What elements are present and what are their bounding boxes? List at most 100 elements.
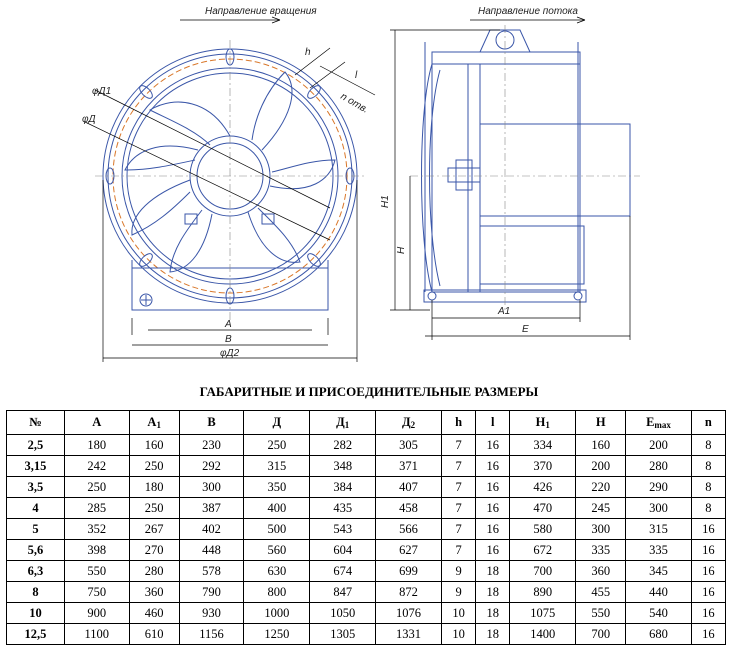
label-d2: φД2 — [220, 348, 240, 359]
table-cell: 16 — [690, 581, 727, 603]
table-cell: 16 — [690, 539, 727, 561]
table-cell: 10 — [440, 602, 477, 624]
table-cell: 352 — [63, 518, 130, 540]
table-cell: 1331 — [375, 623, 442, 645]
column-header: B — [178, 410, 245, 435]
table-cell: 448 — [178, 539, 245, 561]
table-cell: 270 — [128, 539, 180, 561]
table-cell: 672 — [509, 539, 577, 561]
table-cell: 285 — [63, 497, 130, 519]
header-sub: 2 — [410, 420, 416, 430]
table-cell: 930 — [178, 602, 245, 624]
header-main: h — [455, 415, 463, 429]
table-cell: 1100 — [63, 623, 130, 645]
table-cell: 1400 — [509, 623, 577, 645]
table-cell: 16 — [475, 434, 511, 456]
table-cell: 750 — [63, 581, 130, 603]
side-view — [421, 29, 631, 303]
table-title: ГАБАРИТНЫЕ И ПРИСОЕДИНИТЕЛЬНЫЕ РАЗМЕРЫ — [199, 384, 539, 399]
table-cell: 580 — [509, 518, 577, 540]
table-cell: 200 — [625, 434, 692, 456]
header-main: l — [491, 415, 495, 429]
table-cell: 540 — [625, 602, 692, 624]
table-cell: 872 — [375, 581, 442, 603]
table-cell: 334 — [509, 434, 577, 456]
technical-drawing: Направление вращения φД1 φД h l n отв. A… — [82, 6, 640, 362]
header-main: Д — [402, 415, 411, 429]
table-cell: 847 — [309, 581, 377, 603]
header-main: Д — [272, 415, 282, 429]
column-header: H1 — [509, 410, 577, 435]
label-d: φД — [82, 114, 96, 125]
table-cell: 16 — [475, 518, 511, 540]
table-cell: 9 — [440, 560, 477, 582]
header-main: E — [646, 415, 655, 429]
table-cell: 8 — [690, 497, 727, 519]
table-cell: 250 — [128, 497, 180, 519]
table-cell: 292 — [178, 455, 245, 477]
table-cell: 250 — [63, 476, 130, 498]
side-center-lines — [410, 25, 640, 310]
table-cell: 16 — [475, 539, 511, 561]
fan-number-cell: 8 — [6, 581, 65, 603]
label-n-holes: n отв. — [339, 91, 371, 116]
column-header: Д — [243, 410, 311, 435]
table-cell: 800 — [243, 581, 311, 603]
table-cell: 630 — [243, 560, 311, 582]
table-cell: 160 — [128, 434, 180, 456]
fan-number-cell: 5,6 — [6, 539, 65, 561]
table-cell: 18 — [475, 602, 511, 624]
table-cell: 335 — [625, 539, 692, 561]
header-main: A — [147, 415, 157, 429]
label-h: H — [396, 246, 407, 254]
table-cell: 402 — [178, 518, 245, 540]
table-cell: 7 — [440, 455, 477, 477]
column-header: Emax — [625, 410, 692, 435]
header-main: n — [704, 415, 712, 429]
table-cell: 300 — [625, 497, 692, 519]
table-cell: 387 — [178, 497, 245, 519]
table-cell: 18 — [475, 581, 511, 603]
table-cell: 627 — [375, 539, 442, 561]
table-cell: 543 — [309, 518, 377, 540]
table-cell: 1156 — [178, 623, 245, 645]
table-cell: 1305 — [309, 623, 377, 645]
table-cell: 360 — [128, 581, 180, 603]
table-cell: 500 — [243, 518, 311, 540]
table-cell: 230 — [178, 434, 245, 456]
table-cell: 220 — [575, 476, 627, 498]
table-cell: 371 — [375, 455, 442, 477]
table-cell: 348 — [309, 455, 377, 477]
table-cell: 315 — [625, 518, 692, 540]
table-cell: 10 — [440, 623, 477, 645]
fan-number-cell: 3,15 — [6, 455, 65, 477]
label-b: B — [225, 334, 232, 345]
table-cell: 560 — [243, 539, 311, 561]
table-cell: 335 — [575, 539, 627, 561]
column-header: Д1 — [309, 410, 377, 435]
table-cell: 160 — [575, 434, 627, 456]
label-flow: Направление потока — [478, 6, 578, 17]
table-cell: 426 — [509, 476, 577, 498]
table-cell: 460 — [128, 602, 180, 624]
table-cell: 400 — [243, 497, 311, 519]
table-cell: 280 — [625, 455, 692, 477]
table-cell: 7 — [440, 434, 477, 456]
table-cell: 7 — [440, 476, 477, 498]
header-main: B — [207, 415, 216, 429]
fan-number-cell: 4 — [6, 497, 65, 519]
side-dim-lines — [390, 16, 631, 340]
fan-number-cell: 2,5 — [6, 434, 65, 456]
column-header: A1 — [128, 410, 180, 435]
table-cell: 550 — [575, 602, 627, 624]
table-cell: 435 — [309, 497, 377, 519]
label-e: E — [522, 324, 529, 335]
table-cell: 407 — [375, 476, 442, 498]
